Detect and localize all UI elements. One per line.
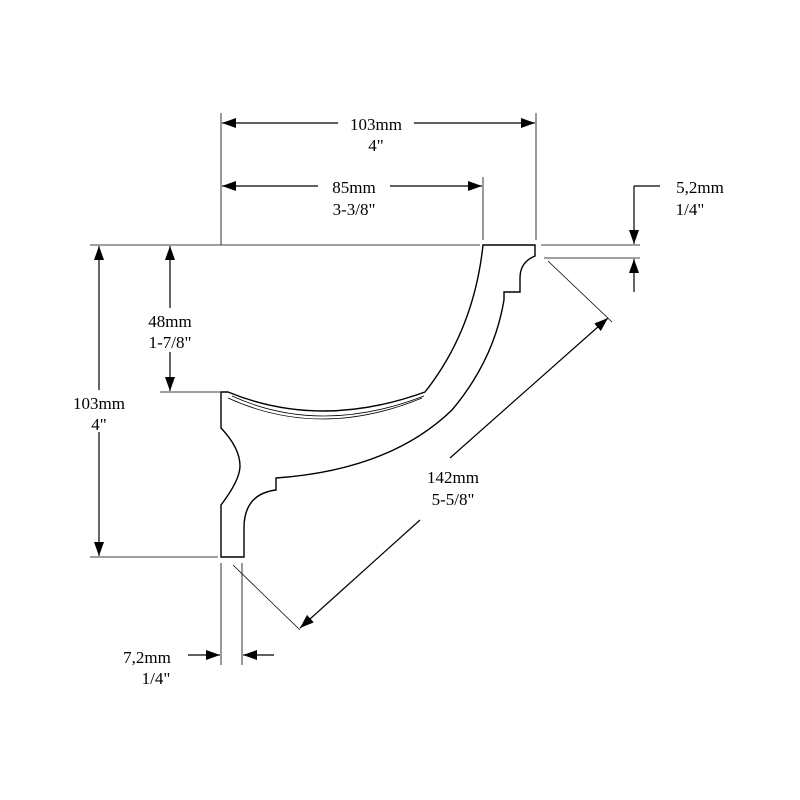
- right-edge-metric: 5,2mm: [676, 178, 724, 197]
- profile-outline: [220, 244, 536, 558]
- right-edge-imperial: 1/4": [676, 200, 705, 219]
- bottom-edge-imperial: 1/4": [142, 669, 171, 688]
- cove-inner-edge: [227, 397, 423, 420]
- diagonal-metric: 142mm: [427, 468, 479, 487]
- cove-inner-edge-2: [231, 395, 425, 417]
- dimension-lines: [94, 118, 660, 660]
- moulding-profile: [220, 244, 536, 558]
- dimension-labels: 103mm 4" 85mm 3-3/8" 5,2mm 1/4" 103mm 4"…: [73, 115, 724, 688]
- dim-line-diagonal-lower: [299, 519, 421, 629]
- left-height-metric: 103mm: [73, 394, 125, 413]
- top-outer-imperial: 4": [368, 136, 383, 155]
- inner-height-metric: 48mm: [148, 312, 191, 331]
- bottom-edge-metric: 7,2mm: [123, 648, 171, 667]
- top-inner-imperial: 3-3/8": [333, 200, 376, 219]
- inner-height-imperial: 1-7/8": [149, 333, 192, 352]
- diagonal-imperial: 5-5/8": [432, 490, 475, 509]
- extension-lines: [90, 113, 640, 665]
- dim-line-diagonal-upper: [449, 317, 609, 459]
- top-inner-metric: 85mm: [332, 178, 375, 197]
- top-outer-metric: 103mm: [350, 115, 402, 134]
- left-height-imperial: 4": [91, 415, 106, 434]
